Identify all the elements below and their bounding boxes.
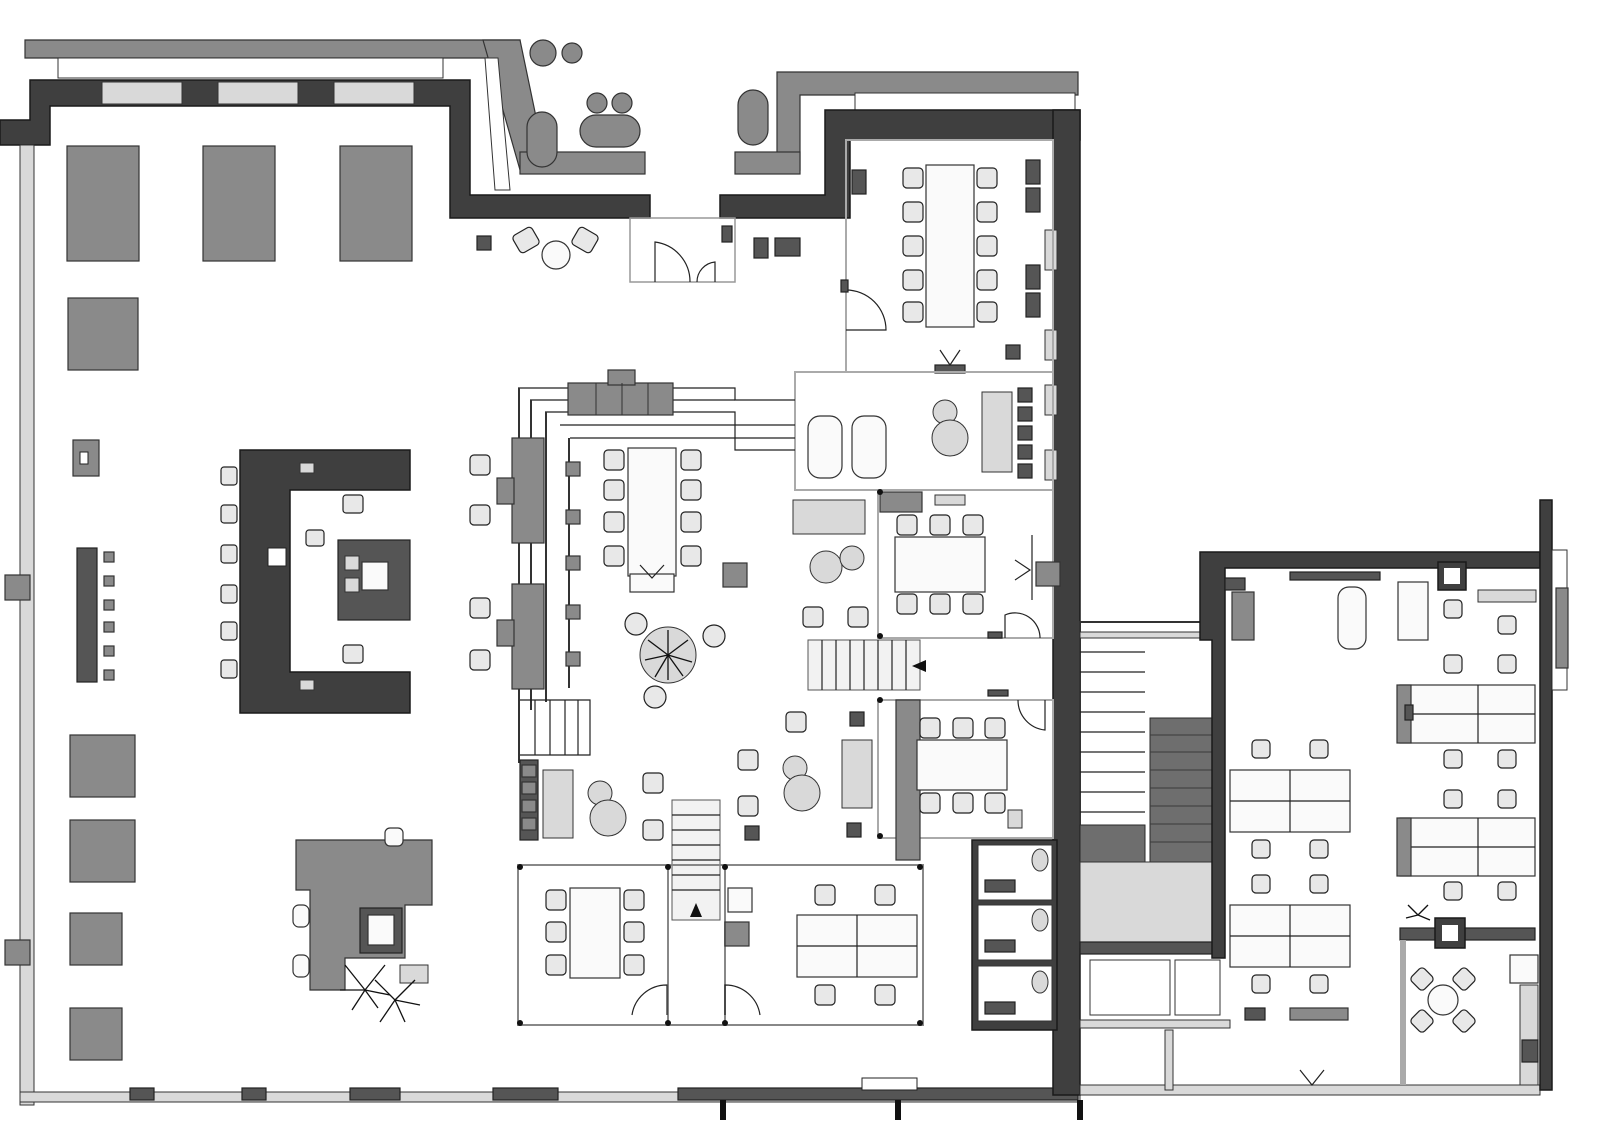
- open-work-area-left: [66, 145, 413, 1061]
- plant-icon: [1405, 904, 1431, 921]
- door-swing-icon: [654, 241, 691, 283]
- stairwell: [1079, 621, 1541, 1096]
- lower-work-zone: [517, 864, 924, 1026]
- reception-counter: [220, 449, 411, 714]
- right-office: [1199, 499, 1569, 1091]
- toilet-icon: [1031, 848, 1049, 994]
- lounge-sofa-left: [292, 827, 433, 1023]
- stair-arrow-icon: [912, 660, 926, 672]
- lounge-right: [794, 371, 1054, 491]
- terrace-seating: [476, 39, 801, 283]
- structural-posts: [517, 489, 1083, 1120]
- plant-icon: [340, 964, 421, 1023]
- meeting-rooms-small: [877, 489, 1061, 861]
- plant-icon: [644, 630, 693, 680]
- restrooms: [971, 839, 1058, 1031]
- central-meeting-area: [469, 369, 926, 921]
- conference-room: [840, 139, 1054, 374]
